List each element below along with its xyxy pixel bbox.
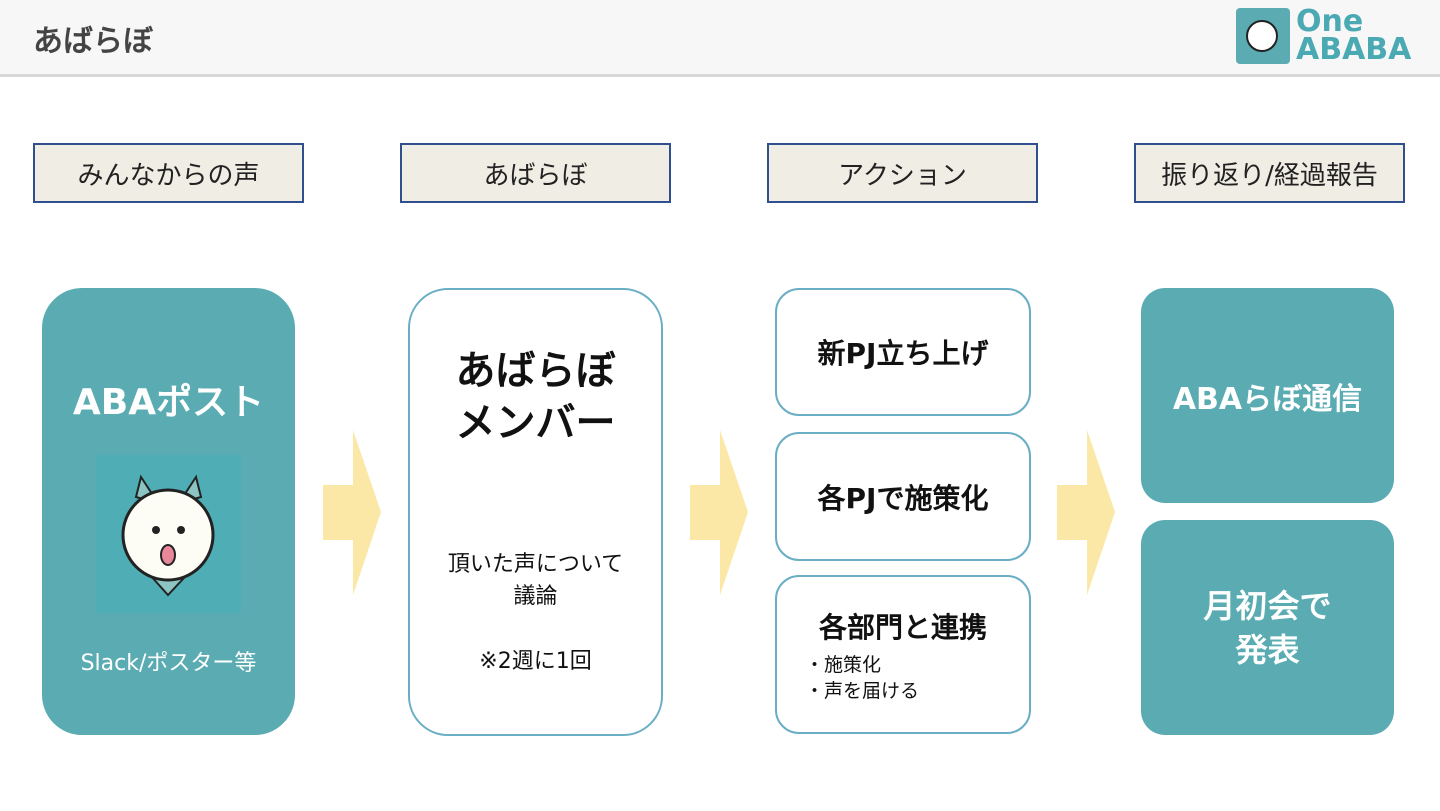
report-box: 月初会で発表 — [1141, 520, 1394, 735]
box-title: あばらぼメンバー — [455, 348, 616, 446]
column-label: みんなからの声 — [33, 143, 304, 203]
box-caption: Slack/ポスター等 — [80, 651, 257, 676]
column-label: 振り返り/経過報告 — [1134, 143, 1405, 203]
arrow-right-icon — [1057, 430, 1115, 595]
report-box: ABAらぼ通信 — [1141, 288, 1394, 503]
box-note: ※2週に1回 — [479, 649, 592, 674]
column-label: あばらぼ — [400, 143, 671, 203]
arrow-right-icon — [323, 430, 381, 595]
members-box: あばらぼメンバー 頂いた声について議論 ※2週に1回 — [408, 288, 663, 736]
logo-text: ABABA — [1296, 32, 1412, 67]
column-label: アクション — [767, 143, 1038, 203]
logo-text: One — [1296, 4, 1364, 39]
dog-logo-icon — [1236, 8, 1290, 64]
aba-post-box: ABAポスト Slack/ポスター等 — [42, 288, 295, 735]
box-desc: 頂いた声について議論 — [447, 552, 624, 609]
action-box: 各PJで施策化 — [775, 432, 1031, 561]
box-title: ABAポスト — [72, 382, 265, 423]
arrow-right-icon — [690, 430, 748, 595]
action-box: 新PJ立ち上げ — [775, 288, 1031, 416]
action-box: 各部門と連携 ・施策化・声を届ける — [775, 575, 1031, 734]
dog-mascot-icon — [96, 455, 241, 613]
page-title: あばらぼ — [33, 24, 153, 59]
